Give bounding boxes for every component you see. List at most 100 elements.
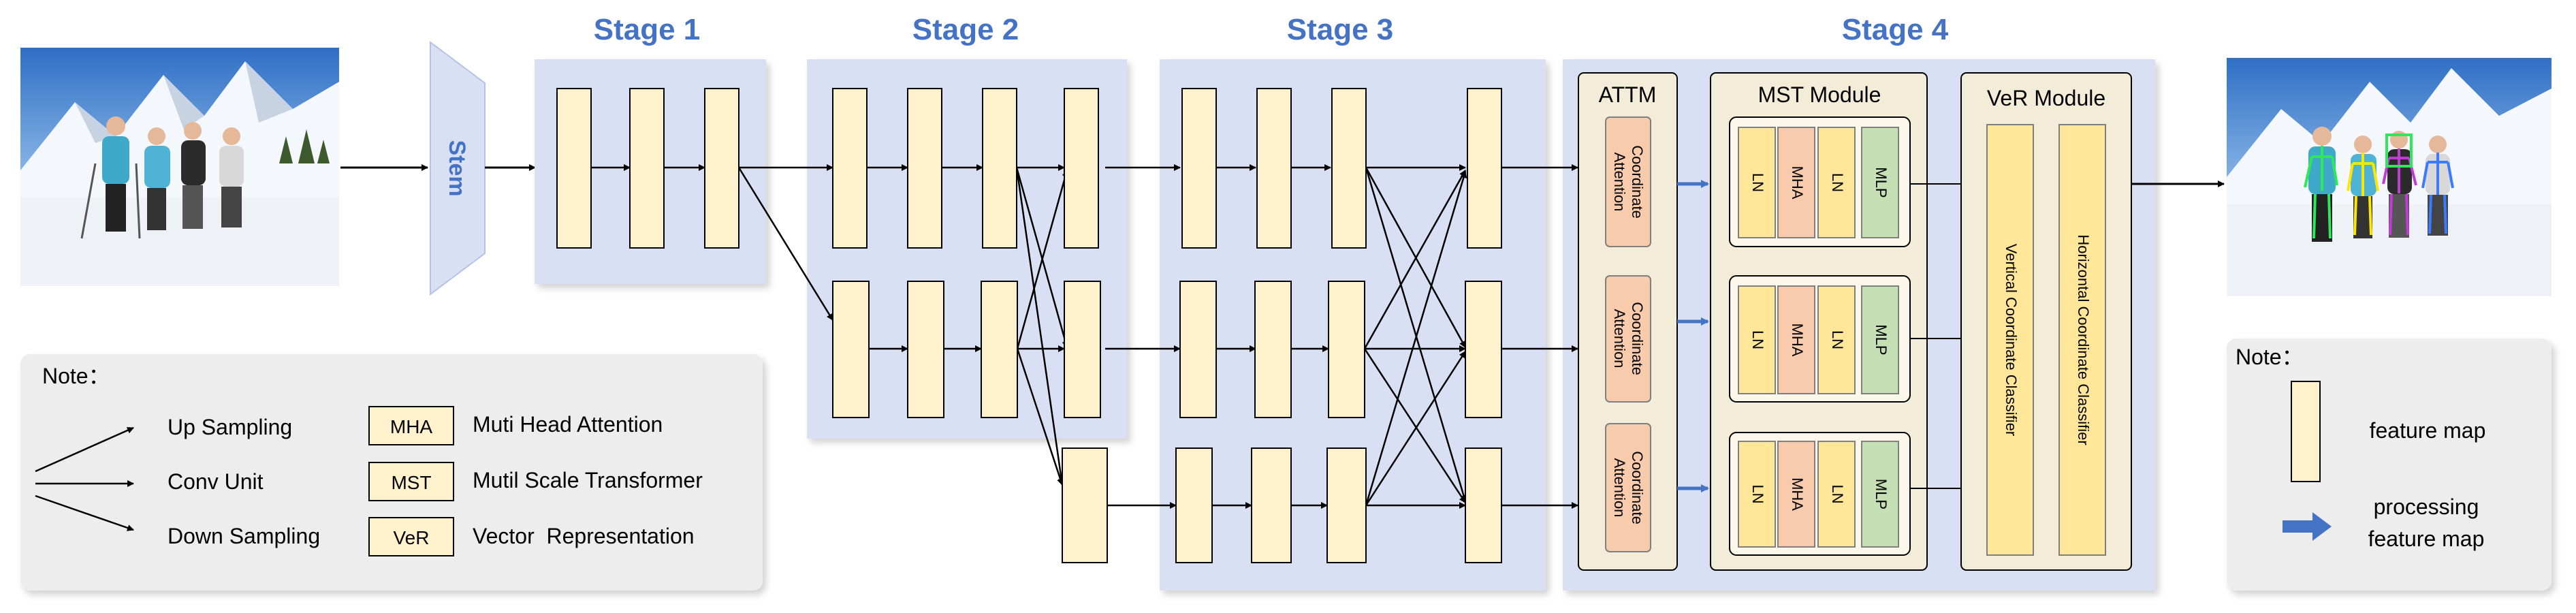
mha-legend-abbr: MHA [390,416,433,437]
output-image [2227,58,2551,296]
feature-map-legend-box [2291,381,2321,482]
coordinate-attention-blocks: CoordinateAttention CoordinateAttention … [1605,116,1651,552]
feature-map [629,88,665,249]
stage4-title: Stage 4 [1842,13,1949,46]
feature-map [1465,281,1502,418]
input-image [20,48,339,286]
vertical-coordinate-classifier [1986,124,2034,556]
legend-left: Note： Up Sampling Conv Unit Down Samplin… [20,354,763,591]
coordinate-attention-block [1605,116,1651,247]
horizontal-classifier-label: Horizontal Coordinate Classifier [2075,234,2092,445]
mst-legend-box [368,462,454,501]
down-sampling-label: Down Sampling [168,524,320,548]
feature-map [982,88,1017,249]
processing-label-line2: feature map [2368,526,2485,551]
mst-layer-mlp [1861,285,1899,394]
mst-layer-label: MHA [1789,324,1806,357]
mst-layer-label: LN [1829,484,1846,503]
mst-layer-ln [1738,441,1776,548]
feature-map [1331,88,1367,249]
stage1-title: Stage 1 [594,13,701,46]
mha-legend-box [368,406,454,445]
mst-layer-label: MHA [1789,477,1806,511]
mst-legend-desc: Mutil Scale Transformer [473,468,703,492]
legend-left-title: Note： [42,364,110,388]
coordinate-attention-text: Attention [1611,309,1628,368]
mst-layer-label: LN [1749,484,1766,503]
mst-layer-ln [1738,285,1776,394]
down-sampling-arrow [35,494,134,531]
mst-layer-ln [1817,285,1856,394]
coordinate-attention-block [1605,275,1651,403]
mst-layer-label: LN [1829,330,1846,349]
mha-legend-desc: Muti Head Attention [473,412,663,437]
feature-map [832,281,870,418]
ver-legend-desc: Vector Representation [473,524,695,548]
feature-map [981,281,1018,418]
feature-map [1175,447,1213,563]
mst-layer-mlp [1861,127,1899,238]
mst-layer-label: LN [1749,173,1766,192]
mst-layer-ln [1817,127,1856,238]
mst-layer-label: MLP [1873,479,1890,509]
legend-right: Note： feature map processing feature map [2227,339,2551,591]
stem-label: Stem [444,140,470,196]
coordinate-attention-label: CoordinateAttention [1611,302,1646,375]
mst-layer-ln [1817,441,1856,548]
mst-layer-mha [1777,285,1815,394]
feature-map [1254,281,1292,418]
legend-right-title: Note： [2236,345,2304,369]
feature-maps [556,88,1502,563]
feature-map [1467,88,1502,249]
ver-legend-box [368,517,454,556]
processing-label-line1: processing [2374,494,2479,519]
mst-layer-label: MLP [1873,167,1890,198]
up-sampling-arrow [35,426,134,473]
stage3-title: Stage 3 [1287,13,1394,46]
mst-layer-label: MLP [1873,324,1890,355]
feature-map [1256,88,1292,249]
feature-map [704,88,740,249]
stem-block [430,41,486,296]
horizontal-coordinate-classifier [2058,124,2106,556]
feature-map [1179,281,1217,418]
feature-map [1062,447,1108,563]
mst-layer-label: LN [1829,173,1846,192]
coordinate-attention-text: Coordinate [1629,302,1646,375]
feature-map [1064,88,1099,249]
skier-figures [80,116,244,239]
coordinate-attention-block [1605,423,1651,552]
feature-map [1465,447,1502,563]
feature-map [832,88,868,249]
coordinate-attention-label: CoordinateAttention [1611,145,1646,219]
processing-arrow-icon [2283,512,2332,541]
feature-map [1181,88,1217,249]
feature-map [1251,447,1292,563]
up-sampling-label: Up Sampling [168,415,292,439]
feature-map [556,88,592,249]
feature-map [907,88,942,249]
mst-to-ver-lines [1910,183,1961,489]
vertical-classifier-label: Vertical Coordinate Classifier [2003,244,2020,436]
mst-layer-ln [1738,127,1776,238]
mst-legend-abbr: MST [391,472,431,493]
stage2-title: Stage 2 [912,13,1019,46]
processing-arrows [1677,180,1709,492]
stage-connections [591,164,1578,509]
mst-layer-mha [1777,127,1815,238]
coordinate-attention-text: Attention [1611,458,1628,518]
feature-map [1326,447,1367,563]
mst-layer-mha [1777,441,1815,548]
feature-map [1328,281,1365,418]
ver-module-title: VeR Module [1987,86,2105,110]
conv-unit-label: Conv Unit [168,469,264,494]
mst-module-title: MST Module [1758,82,1881,107]
feature-map-legend-label: feature map [2370,418,2486,443]
pose-skeletons [2304,133,2454,239]
mst-layer-label: MHA [1789,166,1806,200]
ver-legend-abbr: VeR [394,527,430,548]
coordinate-attention-text: Attention [1611,153,1628,212]
feature-map [1064,281,1101,418]
